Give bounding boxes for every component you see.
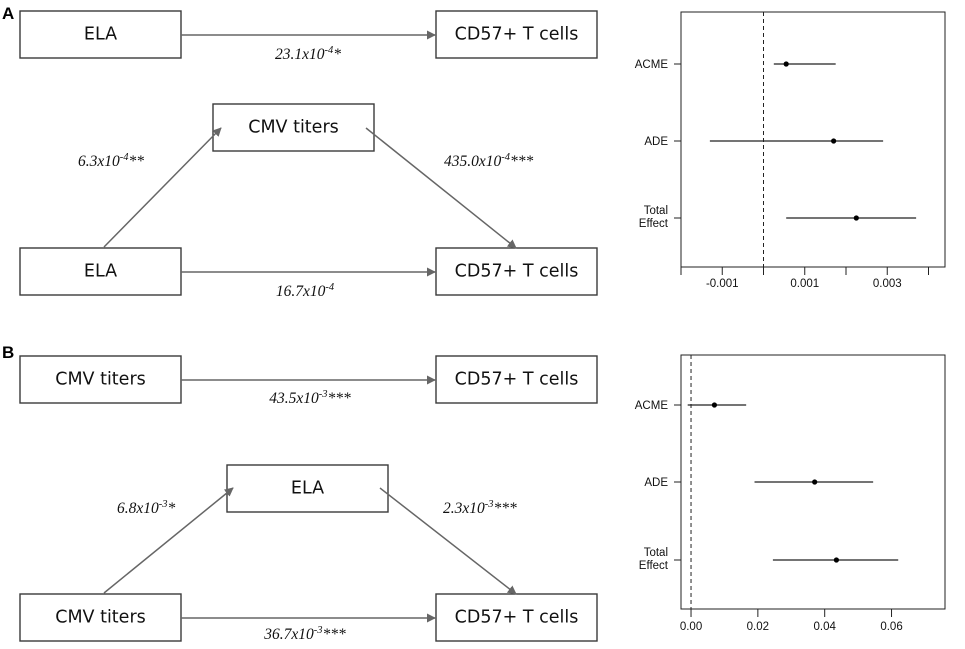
estimate-point [812,479,818,485]
box-cmv-mediation-b [19,593,182,642]
box-label: CD57+ T cells [455,25,579,45]
box-label: ELA [84,25,117,45]
coef-a-path-a: 6.3x10-4** [78,152,144,170]
estimate-point [711,402,718,408]
mediation-diagram-a: CMV titers ELA CD57+ T cells 6.3x10-4** … [19,103,598,300]
box-cd57-mediation-a [435,247,598,296]
x-tick-label: 0.003 [873,278,902,290]
box-cd57-direct-a [435,10,598,59]
x-tick-label: 0.00 [680,621,702,633]
coef-a-path-b: 6.8x10-3* [117,499,176,517]
x-tick-label: 0.001 [790,278,819,290]
coef-b-path-a: 435.0x10-4*** [444,152,534,170]
box-cd57-direct-b [435,355,598,404]
panel-label-a: A [2,4,14,23]
box-label: CD57+ T cells [455,608,579,628]
estimate-point [853,215,859,221]
x-tick-label: 0.04 [814,621,837,633]
box-label: CMV titers [55,608,146,628]
box-ela-direct-a [19,10,182,59]
coef-direct-a: 23.1x10-4* [275,45,341,63]
direct-path-diagram-b: CMV titers CD57+ T cells 43.5x10-3*** [19,355,598,407]
box-label: CD57+ T cells [455,262,579,282]
box-label: CMV titers [55,370,146,390]
x-tick-label: 0.06 [880,621,902,633]
estimate-point [783,61,789,67]
arrow-a-path-a [103,127,222,248]
arrow-b-path-b [379,487,517,595]
coef-c-prime-a: 16.7x10-4 [276,282,335,300]
y-tick-label: ACME [635,400,669,412]
y-tick-label: ADE [644,477,668,489]
direct-path-diagram-a: ELA CD57+ T cells 23.1x10-4* [19,10,598,63]
box-label: CMV titers [248,118,339,138]
arrow-a-path-b [103,487,234,594]
plot-frame [680,11,946,268]
y-tick-label: ADE [644,136,668,148]
x-tick-label: -0.001 [706,278,739,290]
estimate-point [833,557,839,563]
coef-direct-b: 43.5x10-3*** [269,389,351,407]
x-tick-label: 0.02 [747,621,769,633]
arrow-b-path-a [365,127,517,249]
box-label: CD57+ T cells [455,370,579,390]
box-label: ELA [291,479,324,499]
coef-b-path-b: 2.3x10-3*** [443,499,517,517]
box-label: ELA [84,262,117,282]
panel-label-b: B [2,343,14,362]
box-mediator-a [212,103,375,152]
mediation-diagram-b: ELA CMV titers CD57+ T cells 6.8x10-3* 2… [19,464,598,643]
estimate-point [831,138,837,144]
coef-c-prime-b: 36.7x10-3*** [263,625,346,643]
box-cmv-direct-b [19,355,182,404]
y-tick-label: ACME [635,59,669,71]
